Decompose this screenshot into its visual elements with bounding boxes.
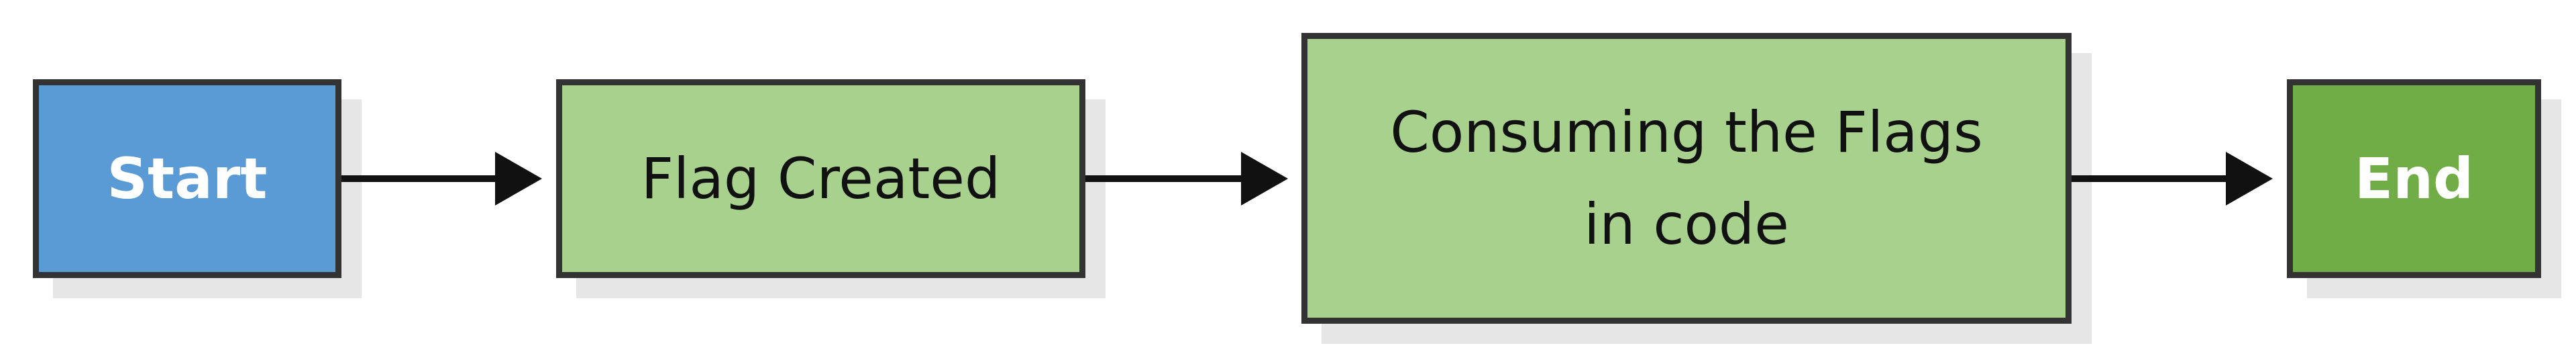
arrow-start-to-flag-created — [341, 152, 542, 206]
consuming-flags-node: Consuming the Flags in code — [1301, 33, 2072, 324]
start-node: Start — [33, 79, 341, 278]
arrowhead-icon — [2226, 152, 2273, 206]
arrow-flag-created-to-consuming — [1085, 152, 1288, 206]
arrowhead-icon — [1241, 152, 1288, 206]
consuming-flags-node-label: Consuming the Flags in code — [1390, 99, 1983, 257]
flag-created-node-label: Flag Created — [641, 145, 1001, 212]
arrowhead-icon — [495, 152, 542, 206]
start-node-label: Start — [107, 145, 268, 212]
end-node-label: End — [2354, 145, 2474, 212]
arrow-consuming-to-end — [2072, 152, 2273, 206]
end-node: End — [2287, 79, 2541, 278]
flag-created-node: Flag Created — [556, 79, 1085, 278]
